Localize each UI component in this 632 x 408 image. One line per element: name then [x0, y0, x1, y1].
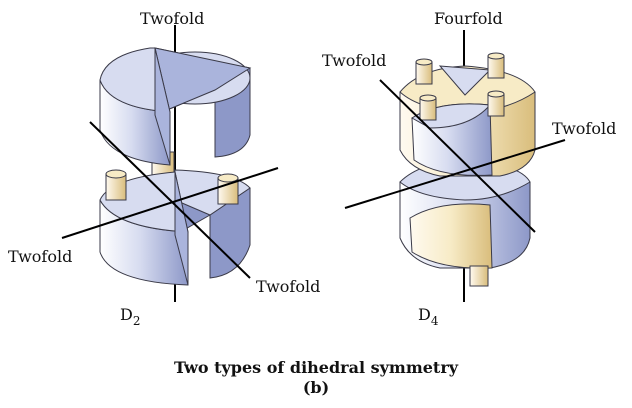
d2-group-label: D2 — [120, 305, 140, 328]
d4-axis-label-right: Twofold — [552, 119, 616, 138]
d4-twofold-axis-left — [379, 79, 536, 233]
d2-axis-label-right: Twofold — [256, 277, 320, 296]
d4-bottom-peg — [469, 265, 489, 287]
figure-caption: Two types of dihedral symmetry — [173, 358, 459, 377]
d2-twofold-axis-left — [61, 167, 279, 239]
d4-twofold-axis-right — [344, 139, 566, 209]
d2-axis-label-top: Twofold — [140, 9, 204, 28]
d4-bottom-front-yellow — [409, 203, 493, 269]
d2-axis-label-left: Twofold — [8, 247, 72, 266]
d2-twofold-axis-right — [89, 121, 251, 279]
d4-group-label: D4 — [418, 305, 439, 328]
d4-assembly — [344, 30, 566, 302]
d4-axis-label-top: Fourfold — [434, 9, 503, 28]
panel-label: (b) — [302, 378, 330, 397]
d4-axis-label-left: Twofold — [322, 51, 386, 70]
d2-assembly — [61, 25, 279, 302]
